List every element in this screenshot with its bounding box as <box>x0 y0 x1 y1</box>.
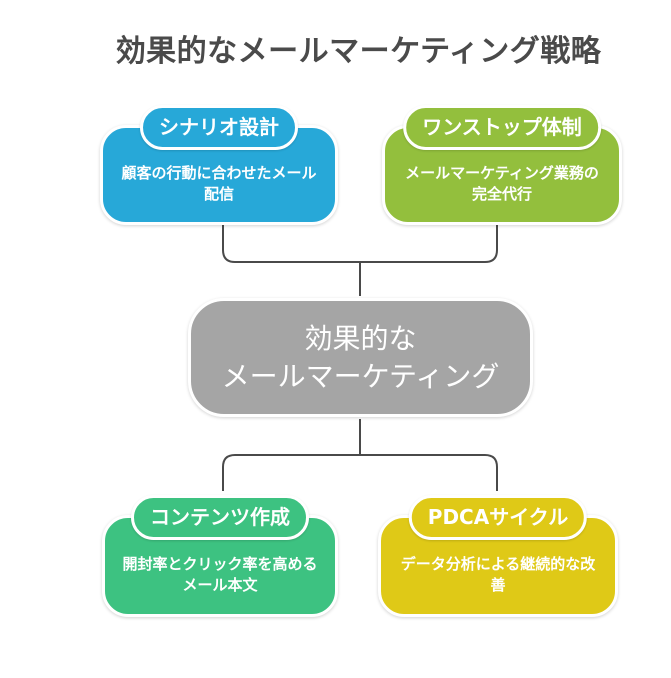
node-content-creation-body: 開封率とクリック率を高める メール本文 <box>122 555 318 594</box>
node-pdca-cycle-body: データ分析による継続的な改 善 <box>400 555 596 594</box>
node-one-stop-system-heading: ワンストップ体制 <box>403 105 601 150</box>
node-scenario-design-heading: シナリオ設計 <box>140 105 298 150</box>
diagram-title: 効果的なメールマーケティング戦略 <box>115 34 602 69</box>
center-node: 効果的な メールマーケティング <box>188 298 533 417</box>
node-pdca-cycle: PDCAサイクル データ分析による継続的な改 善 <box>378 495 618 617</box>
center-node-label: 効果的な メールマーケティング <box>221 321 500 393</box>
node-pdca-cycle-heading: PDCAサイクル <box>408 495 588 540</box>
node-scenario-design: シナリオ設計 顧客の行動に合わせたメール 配信 <box>100 105 338 225</box>
bottom-connector-path <box>222 419 498 491</box>
top-connector-path <box>222 225 498 296</box>
node-scenario-design-body: 顧客の行動に合わせたメール 配信 <box>121 164 317 203</box>
node-content-creation-heading: コンテンツ作成 <box>131 495 309 540</box>
node-one-stop-system: ワンストップ体制 メールマーケティング業務の 完全代行 <box>382 105 622 225</box>
node-content-creation: コンテンツ作成 開封率とクリック率を高める メール本文 <box>102 495 338 617</box>
node-one-stop-system-body: メールマーケティング業務の 完全代行 <box>405 164 599 203</box>
